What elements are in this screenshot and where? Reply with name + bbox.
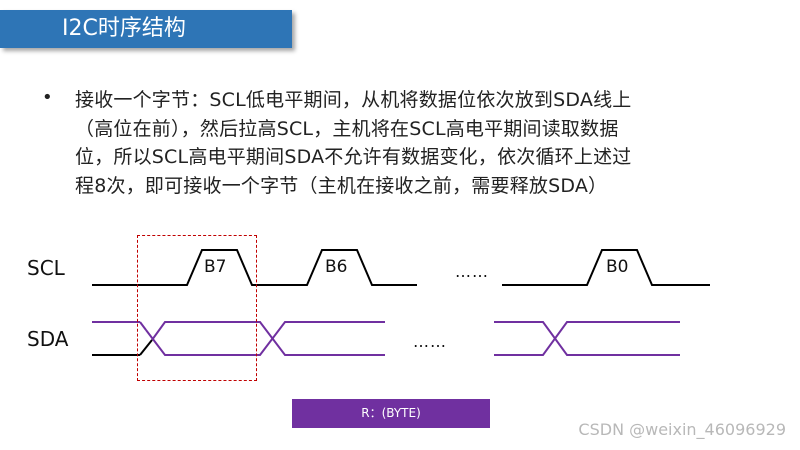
body-line: 程8次，即可接收一个字节（主机在接收之前，需要释放SDA） (75, 174, 608, 197)
body-line: 位，所以SCL高电平期间SDA不允许有数据变化，依次循环上述过 (75, 146, 632, 168)
scl-waveform-segment-2 (502, 249, 710, 286)
scl-waveform-segment-1 (92, 249, 417, 286)
sda-ellipsis: …… (413, 332, 447, 351)
sda-release-fall-stub (139, 321, 147, 331)
bit-label-b6: B6 (325, 257, 348, 277)
sample-window-highlight (137, 235, 257, 381)
sda-data-low-1 (145, 321, 385, 356)
byte-label-bar: R：(BYTE) (292, 399, 490, 428)
sda-release-rise (139, 339, 153, 356)
sda-label: SDA (27, 327, 69, 351)
sda-data-high-1 (151, 321, 385, 356)
body-line: 接收一个字节：SCL低电平期间，从机将数据位依次放到SDA线上 (75, 89, 632, 111)
bit-label-b0: B0 (606, 257, 629, 277)
title-bar: I2C时序结构 (0, 10, 292, 48)
scl-label: SCL (27, 256, 65, 280)
bit-label-b7: B7 (204, 257, 227, 277)
scl-ellipsis: …… (455, 262, 489, 281)
body-paragraph: 接收一个字节：SCL低电平期间，从机将数据位依次放到SDA线上 （高位在前），然… (75, 86, 765, 200)
page-title: I2C时序结构 (62, 16, 186, 41)
bullet-marker: • (42, 87, 53, 108)
sda-data-high-2 (494, 321, 680, 356)
body-line: （高位在前），然后拉高SCL，主机将在SCL高电平期间读取数据 (75, 117, 619, 140)
sda-data-low-2 (494, 321, 680, 356)
watermark: CSDN @weixin_46096929 (578, 420, 786, 439)
